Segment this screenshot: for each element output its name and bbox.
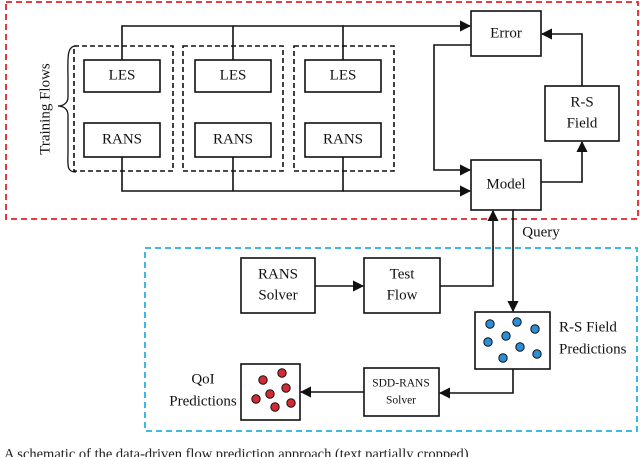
flow-group-frame bbox=[293, 45, 395, 172]
rans-label: RANS bbox=[102, 131, 142, 147]
scatter-dot bbox=[530, 324, 540, 334]
rans-label: RANS bbox=[213, 131, 253, 147]
rs-prediction-points bbox=[483, 317, 542, 363]
query-label: Query bbox=[522, 224, 560, 240]
test-flow-line1: Test bbox=[390, 266, 416, 282]
qoi-prediction-points bbox=[251, 368, 296, 412]
scatter-dot bbox=[483, 337, 493, 347]
sdd-rans-line1: SDD-RANS bbox=[372, 378, 430, 390]
scatter-dot bbox=[270, 402, 280, 412]
test-flow-box bbox=[363, 257, 441, 314]
sdd-rans-line2: Solver bbox=[386, 395, 416, 407]
flow-group-frame bbox=[73, 45, 174, 172]
scatter-dot bbox=[515, 342, 525, 352]
les-label: LES bbox=[330, 67, 357, 83]
training-flows-label: Training Flows bbox=[37, 63, 53, 155]
rs-field-line2: Field bbox=[567, 115, 598, 131]
les-box bbox=[83, 59, 161, 93]
arrow-rsfield-to-error bbox=[540, 28, 583, 86]
scatter-dot bbox=[281, 383, 291, 393]
les-box bbox=[304, 59, 382, 93]
sdd-rans-solver-box bbox=[363, 367, 440, 417]
rans-label: RANS bbox=[323, 131, 363, 147]
training-flows-brace bbox=[57, 45, 77, 173]
arrow-model-to-rsfield bbox=[541, 140, 588, 183]
test-flow-line2: Flow bbox=[387, 287, 418, 303]
rs-predictions-line1: R-S Field bbox=[559, 319, 617, 335]
arrow-error-to-model bbox=[433, 44, 472, 176]
les-label: LES bbox=[109, 67, 136, 83]
rs-predictions-line2: Predictions bbox=[559, 341, 627, 357]
scatter-dot bbox=[251, 394, 261, 404]
rans-solver-line2: Solver bbox=[258, 287, 297, 303]
figure-caption: A schematic of the data-driven flow pred… bbox=[4, 446, 469, 457]
model-label: Model bbox=[486, 176, 525, 192]
training-region bbox=[5, 1, 639, 220]
model-box bbox=[470, 159, 542, 211]
les-label: LES bbox=[220, 67, 247, 83]
qoi-label-line1: QoI bbox=[191, 371, 214, 387]
flow-group-3: LES RANS bbox=[293, 45, 395, 172]
rans-solver-line1: RANS bbox=[258, 266, 298, 282]
flow-group-1: LES RANS bbox=[73, 45, 174, 172]
scatter-dot bbox=[265, 389, 275, 399]
scatter-dot bbox=[532, 349, 542, 359]
error-box bbox=[470, 10, 542, 57]
arrow-testflow-to-model bbox=[440, 209, 499, 287]
error-label: Error bbox=[490, 25, 522, 41]
prediction-region bbox=[144, 247, 638, 432]
scatter-dot bbox=[485, 319, 495, 329]
scatter-dot bbox=[258, 375, 268, 385]
rs-field-box bbox=[544, 85, 620, 142]
arrow-predictions-to-sddrans bbox=[438, 369, 514, 399]
scatter-dot bbox=[501, 331, 511, 341]
scatter-dot bbox=[512, 317, 522, 327]
rans-solver-box bbox=[240, 257, 316, 314]
scatter-dot bbox=[286, 398, 296, 408]
flow-group-2: LES RANS bbox=[182, 45, 284, 172]
scatter-dot bbox=[277, 368, 287, 378]
scatter-dot bbox=[498, 353, 508, 363]
rans-box bbox=[304, 122, 382, 158]
qoi-label-line2: Predictions bbox=[169, 393, 237, 409]
rs-field-line1: R-S bbox=[570, 94, 593, 110]
